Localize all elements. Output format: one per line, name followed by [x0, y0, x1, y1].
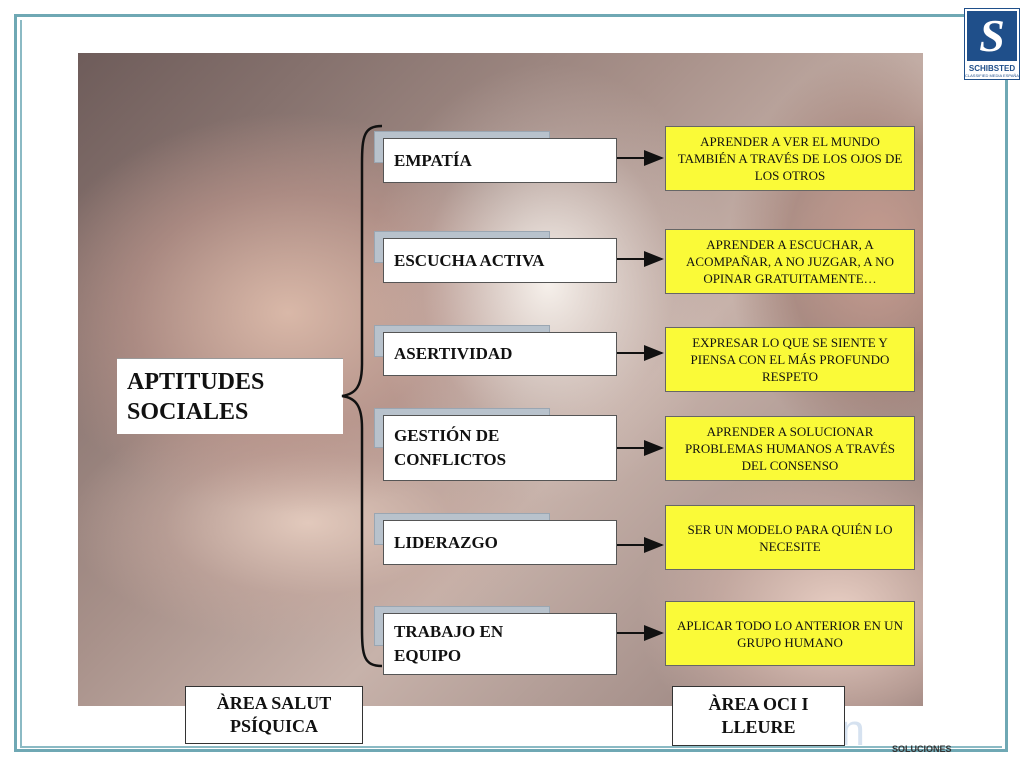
main-concept-box: APTITUDES SOCIALES — [117, 358, 343, 434]
skill-label: LIDERAZGO — [394, 532, 498, 552]
grouping-brace — [341, 124, 383, 668]
skill-box-liderazgo: LIDERAZGO — [383, 520, 617, 565]
skill-label: ESCUCHA ACTIVA — [394, 250, 545, 270]
description-text: EXPRESAR LO QUE SE SIENTE Y PIENSA CON E… — [690, 335, 890, 384]
main-concept-label: APTITUDES SOCIALES — [127, 369, 265, 425]
description-liderazgo: SER UN MODELO PARA QUIÉN LO NECESITE — [665, 505, 915, 570]
slide-frame-inner — [20, 20, 1002, 748]
skill-box-trabajo-en-equipo: TRABAJO EN EQUIPO — [383, 613, 617, 675]
description-gestion-de-conflictos: APRENDER A SOLUCIONAR PROBLEMAS HUMANOS … — [665, 416, 915, 481]
schibsted-logo: S SCHIBSTED CLASSIFIED MEDIA ESPAÑA — [964, 8, 1020, 80]
skill-label: EMPATÍA — [394, 150, 472, 170]
skill-box-gestion-de-conflictos: GESTIÓN DE CONFLICTOS — [383, 415, 617, 481]
description-text: APRENDER A VER EL MUNDO TAMBIÉN A TRAVÉS… — [677, 134, 903, 183]
description-empatia: APRENDER A VER EL MUNDO TAMBIÉN A TRAVÉS… — [665, 126, 915, 191]
area-oci-i-lleure: ÀREA OCI I LLEURE — [672, 686, 845, 746]
description-text: APLICAR TODO LO ANTERIOR EN UN GRUPO HUM… — [677, 617, 903, 650]
schibsted-logo-tagline: CLASSIFIED MEDIA ESPAÑA — [965, 73, 1019, 78]
skill-label: TRABAJO EN EQUIPO — [394, 622, 504, 665]
skill-label: GESTIÓN DE CONFLICTOS — [394, 426, 507, 469]
schibsted-logo-name: SCHIBSTED — [968, 64, 1016, 73]
skill-label: ASERTIVIDAD — [394, 344, 513, 363]
description-trabajo-en-equipo: APLICAR TODO LO ANTERIOR EN UN GRUPO HUM… — [665, 601, 915, 666]
skill-box-asertividad: ASERTIVIDAD — [383, 332, 617, 376]
slide-frame — [14, 14, 1008, 752]
description-escucha-activa: APRENDER A ESCUCHAR, A ACOMPAÑAR, A NO J… — [665, 229, 915, 294]
footer-logo-text: SOLUCIONES — [892, 744, 952, 754]
skill-box-empatia: EMPATÍA — [383, 138, 617, 183]
description-text: SER UN MODELO PARA QUIÉN LO NECESITE — [687, 521, 893, 554]
description-asertividad: EXPRESAR LO QUE SE SIENTE Y PIENSA CON E… — [665, 327, 915, 392]
skill-box-escucha-activa: ESCUCHA ACTIVA — [383, 238, 617, 283]
description-text: APRENDER A ESCUCHAR, A ACOMPAÑAR, A NO J… — [686, 237, 894, 286]
area-salut-psiquica: ÀREA SALUT PSÍQUICA — [185, 686, 363, 744]
description-text: APRENDER A SOLUCIONAR PROBLEMAS HUMANOS … — [684, 424, 896, 473]
schibsted-logo-mark: S — [967, 11, 1017, 61]
